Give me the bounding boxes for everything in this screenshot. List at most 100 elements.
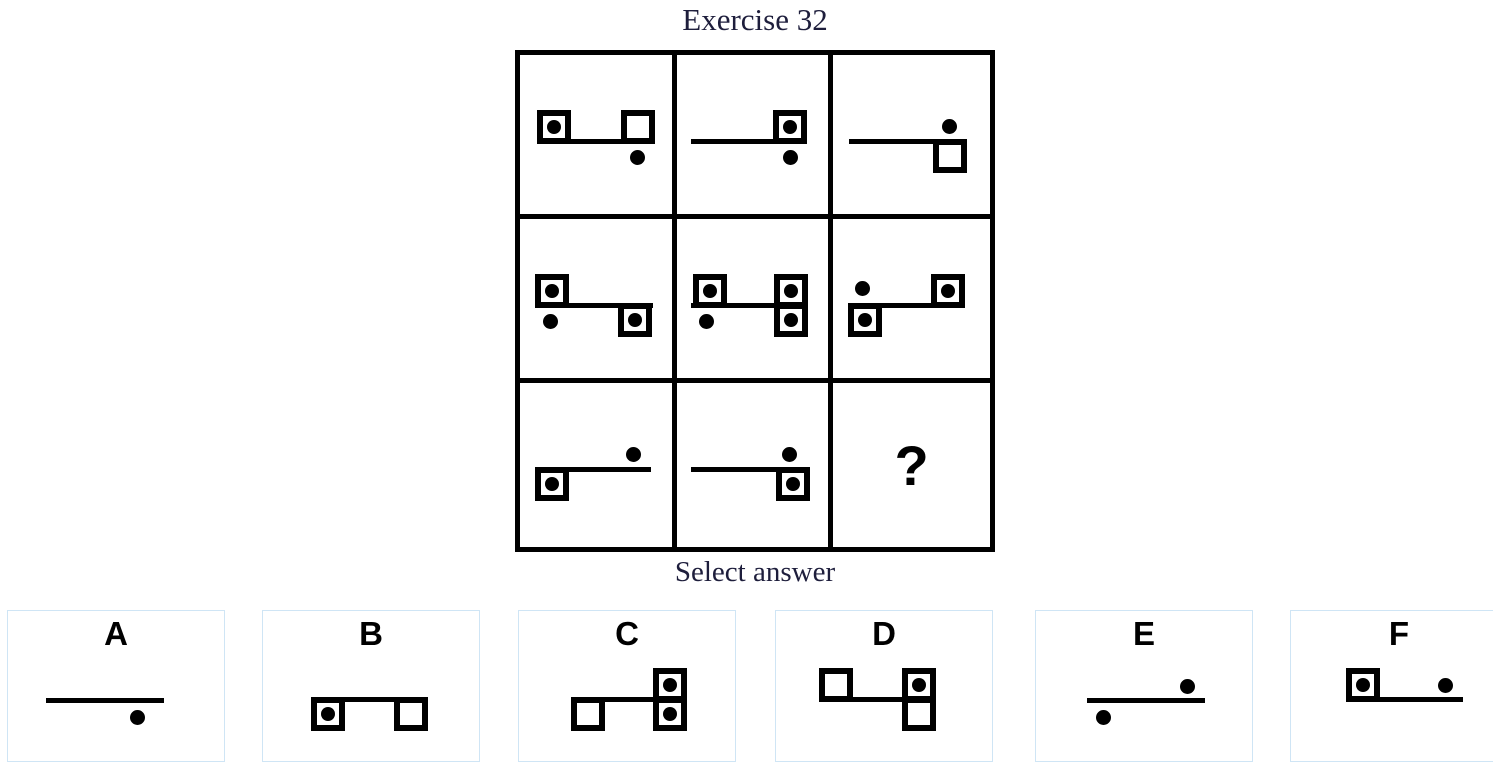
answer-label: F [1388,615,1410,652]
dot-icon [1096,710,1111,725]
square-with-dot [848,303,883,337]
answer-label: C [615,615,639,652]
horizontal-line [535,467,651,472]
square-with-dot [535,274,569,308]
square-with-dot [535,467,569,501]
dot-icon [782,150,798,165]
square-with-dot [772,110,807,144]
grid-cell-r1c3 [833,55,990,219]
square-with-dot [773,303,808,337]
cell-figure [520,55,672,214]
answer-option-d[interactable]: D [775,610,993,762]
square-with-dot [931,274,966,308]
horizontal-line [1346,697,1463,702]
puzzle-grid: ? [515,50,995,552]
dot-icon [1438,678,1453,693]
answer-label: D [872,615,896,652]
dot-icon [702,284,717,298]
cell-figure [520,383,672,547]
dot-icon [785,477,800,491]
empty-square [933,139,968,173]
horizontal-line [535,303,653,308]
dot-icon [782,120,797,134]
answer-option-f[interactable]: F [1290,610,1493,762]
square-with-dot [537,110,571,144]
grid-cell-r1c2 [676,55,834,219]
cell-figure: ? [833,383,990,547]
horizontal-line [849,139,967,144]
answer-figure [1291,611,1493,761]
square-with-dot [692,274,727,308]
answer-figure [776,611,992,761]
square-with-dot [775,467,810,501]
square-with-dot [618,303,652,337]
dot-icon [941,284,956,298]
square-with-dot [1346,668,1380,702]
cell-figure [677,55,829,214]
cell-figure [833,55,990,214]
horizontal-line [571,697,687,702]
empty-square [571,697,605,731]
grid-cell-r3c3-unknown: ? [833,383,990,547]
grid-cell-r2c3 [833,219,990,383]
cell-figure [833,219,990,378]
answer-figure [8,611,224,761]
horizontal-line [311,697,428,702]
cell-figure [520,219,672,378]
dot-icon [698,314,714,329]
select-answer-label: Select answer [674,556,836,588]
square-with-dot [311,697,345,731]
dot-icon [545,284,559,298]
grid-cell-r3c1 [520,383,677,547]
horizontal-line [1087,698,1205,703]
empty-square [621,110,655,144]
horizontal-line [46,698,164,703]
grid-cell-r3c2 [677,383,834,547]
dot-icon [663,707,677,721]
empty-square [902,697,936,731]
question-mark: ? [894,433,929,497]
dot-icon [912,678,926,692]
page-title: Exercise 32 [682,2,828,37]
empty-square [394,697,428,731]
answer-label: A [104,615,128,652]
dot-icon [547,120,561,134]
answer-figure [1036,611,1252,761]
dot-icon [858,313,873,327]
dot-icon [855,281,871,296]
dot-icon [663,678,677,692]
square-with-dot [653,697,687,731]
horizontal-line [537,139,654,144]
horizontal-line [690,139,807,144]
dot-icon [942,119,958,134]
answer-label: E [1132,615,1155,652]
horizontal-line [848,303,965,308]
horizontal-line [819,697,936,702]
answer-figure [263,611,479,761]
answer-figure [519,611,735,761]
horizontal-line [690,303,808,308]
grid-cell-r1c1 [520,55,677,219]
answer-option-e[interactable]: E [1035,610,1253,762]
cell-figure [677,219,829,378]
dot-icon [1180,679,1195,694]
dot-icon [781,447,797,462]
answer-option-a[interactable]: A [7,610,225,762]
dot-icon [130,710,145,725]
dot-icon [783,284,798,298]
dot-icon [321,707,335,721]
dot-icon [1356,678,1370,692]
dot-icon [543,314,558,329]
grid-cell-r2c2 [676,219,834,383]
cell-figure [677,383,829,547]
answer-option-b[interactable]: B [262,610,480,762]
horizontal-line [690,467,807,472]
answer-option-c[interactable]: C [518,610,736,762]
answer-label: B [359,615,383,652]
dot-icon [630,150,645,165]
dot-icon [628,313,642,327]
dot-icon [545,477,559,491]
dot-icon [626,447,641,462]
empty-square [819,668,853,702]
dot-icon [783,313,798,327]
